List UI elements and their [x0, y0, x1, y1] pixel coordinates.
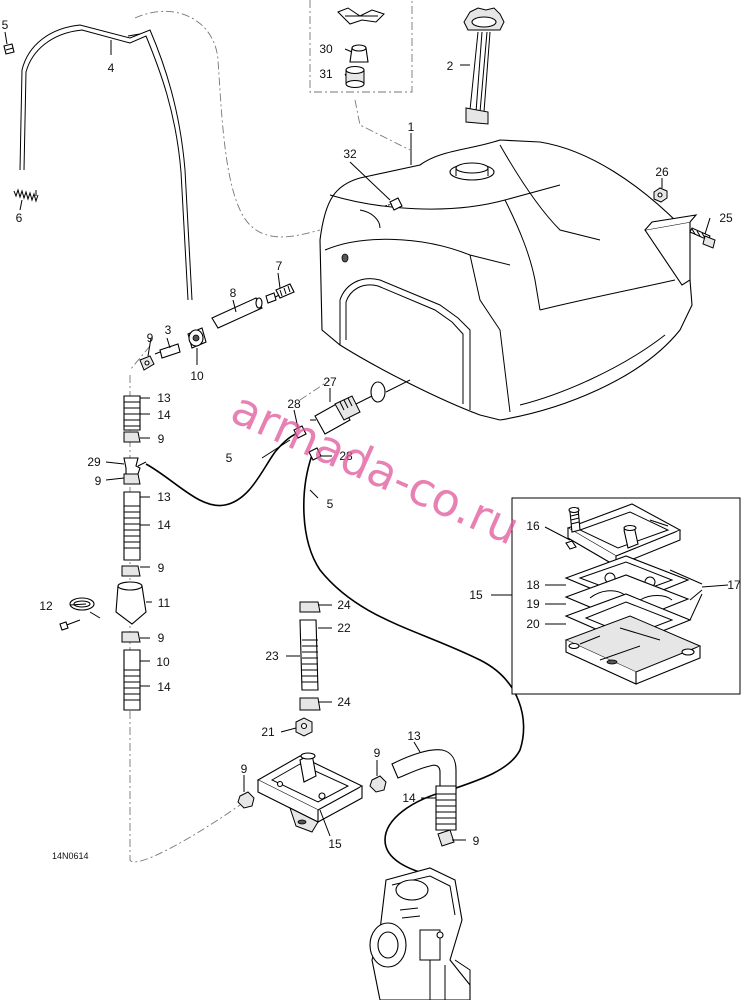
vent-fitting: [384, 197, 403, 211]
callout-18: 18: [526, 578, 540, 592]
leader-lines: [4, 31, 729, 841]
callout-6: 6: [16, 211, 23, 225]
callout-24: 24: [337, 695, 351, 709]
callout-5: 5: [226, 451, 233, 465]
callout-20: 20: [526, 617, 540, 631]
callout-12: 12: [39, 599, 53, 613]
callout-14: 14: [157, 408, 171, 422]
callout-13: 13: [157, 391, 171, 405]
callout-8: 8: [230, 286, 237, 300]
callout-10: 10: [156, 655, 170, 669]
fuel-hoses: [145, 431, 525, 876]
callout-23: 23: [265, 649, 279, 663]
inset-parts-30-31: [337, 7, 385, 89]
callout-25: 25: [719, 211, 733, 225]
callout-10: 10: [190, 369, 204, 383]
callout-15: 15: [469, 588, 483, 602]
callout-31: 31: [319, 67, 333, 81]
carburetor: [369, 867, 471, 1000]
tank-bolt: [689, 227, 716, 249]
callout-9: 9: [374, 746, 381, 760]
lower-pump-area: [237, 601, 387, 833]
callout-15: 15: [328, 837, 342, 851]
callout-4: 4: [108, 61, 115, 75]
callout-9: 9: [241, 762, 248, 776]
callout-7: 7: [276, 259, 283, 273]
callout-13: 13: [157, 490, 171, 504]
fuel-tank: [319, 139, 698, 421]
callout-21: 21: [261, 725, 275, 739]
callout-28: 28: [339, 449, 353, 463]
callout-27: 27: [323, 375, 337, 389]
tank-nut: [653, 187, 668, 203]
callout-14: 14: [402, 791, 416, 805]
fuel-pump-inset: [511, 497, 741, 695]
filter-clamp: [59, 597, 101, 631]
callout-19: 19: [526, 597, 540, 611]
callout-14: 14: [157, 680, 171, 694]
left-hose-chain: [115, 395, 147, 711]
callout-9: 9: [158, 631, 165, 645]
callout-9: 9: [158, 432, 165, 446]
callout-13: 13: [407, 729, 421, 743]
callout-5: 5: [327, 497, 334, 511]
callout-9: 9: [158, 561, 165, 575]
cap-fitting: [3, 43, 15, 55]
fuel-cap-sender: [463, 7, 505, 125]
callout-24: 24: [337, 598, 351, 612]
callout-29: 29: [87, 455, 101, 469]
callout-14: 14: [157, 518, 171, 532]
callout-28: 28: [287, 397, 301, 411]
callout-labels: 1 2 3 4 5 5 5 6 7 8 9 9 9 9 9 9 9 9 10 1…: [2, 18, 741, 851]
fuel-line-guide: [19, 24, 193, 301]
callout-3: 3: [165, 323, 172, 337]
callout-26: 26: [655, 165, 669, 179]
fitting-chain-top: [139, 283, 295, 371]
callout-2: 2: [447, 59, 454, 73]
callout-1: 1: [408, 120, 415, 134]
diagram-code: 14N0614: [52, 851, 89, 861]
callout-9: 9: [147, 331, 154, 345]
callout-17: 17: [727, 578, 741, 592]
callout-22: 22: [337, 621, 351, 635]
dash-dot-guide-lines: [129, 0, 413, 863]
elbow-hose: [391, 749, 457, 847]
callout-16: 16: [526, 519, 540, 533]
spring: [13, 188, 39, 203]
callout-9: 9: [473, 834, 480, 848]
callout-11: 11: [158, 596, 171, 610]
callout-30: 30: [319, 42, 333, 56]
callout-5: 5: [2, 18, 9, 32]
callout-9: 9: [95, 474, 102, 488]
callout-32: 32: [343, 147, 357, 161]
